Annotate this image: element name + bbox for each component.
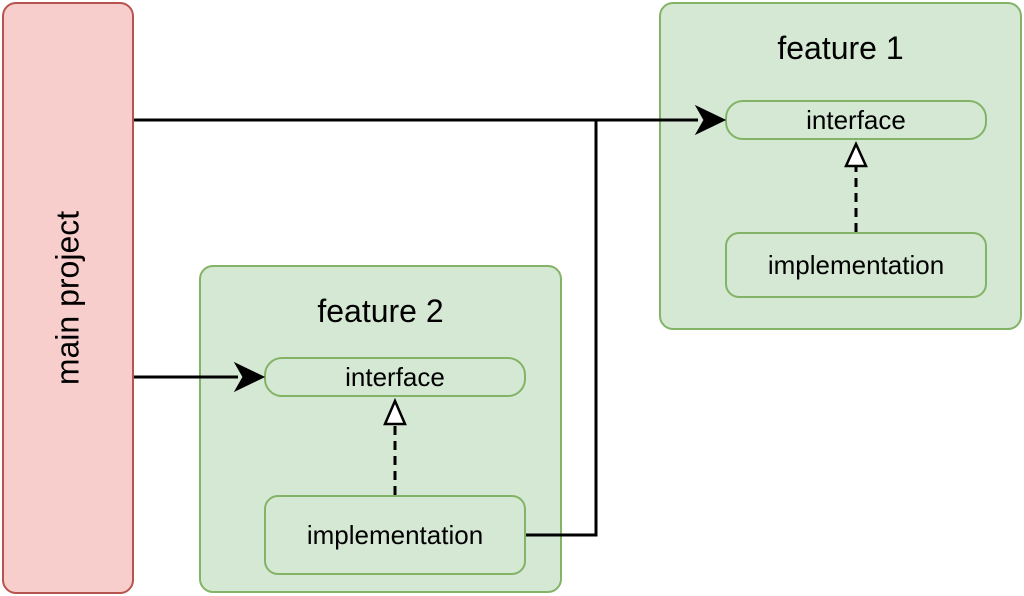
feature-2-implementation-label: implementation bbox=[306, 519, 484, 550]
feature-2-implementation-box[interactable]: implementation bbox=[264, 495, 526, 575]
feature-1-implementation-box[interactable]: implementation bbox=[725, 232, 987, 298]
main-project-box[interactable]: main project bbox=[2, 2, 134, 594]
feature-1-interface-label: interface bbox=[806, 104, 906, 135]
feature-1-title: feature 1 bbox=[777, 30, 904, 66]
feature-2-interface-box[interactable]: interface bbox=[264, 357, 526, 397]
main-project-label: main project bbox=[49, 210, 86, 386]
feature-2-title: feature 2 bbox=[317, 293, 444, 329]
feature-1-implementation-label: implementation bbox=[767, 249, 945, 280]
feature-2-interface-label: interface bbox=[345, 361, 445, 392]
feature-1-interface-box[interactable]: interface bbox=[725, 100, 987, 140]
